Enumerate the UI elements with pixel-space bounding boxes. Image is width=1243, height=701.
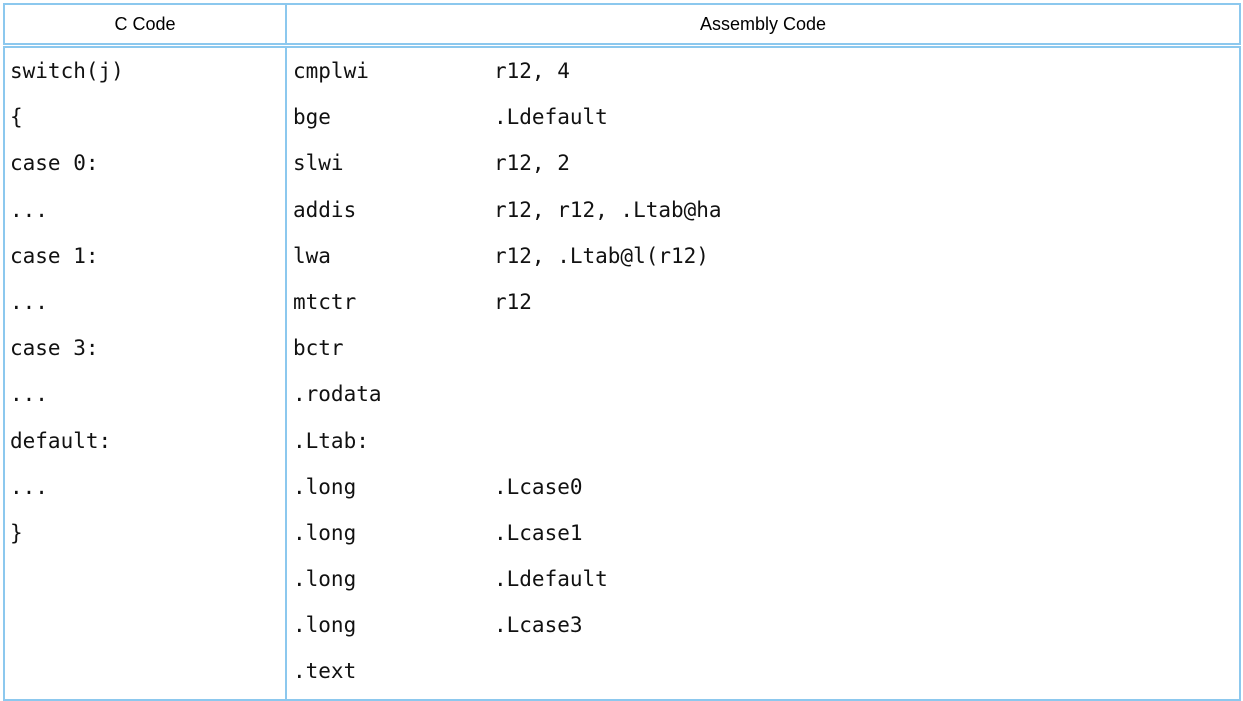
asm-instruction: cmplwi (293, 59, 369, 83)
asm-line: addis r12, r12, .Ltab@ha (287, 191, 1239, 237)
asm-operands: .Lcase1 (494, 520, 583, 545)
asm-line: mtctr r12 (287, 283, 1239, 329)
asm-operands (494, 329, 1239, 375)
asm-line: .long .Lcase0 (287, 468, 1239, 514)
asm-line: .long .Lcase1 (287, 514, 1239, 560)
asm-instruction: addis (293, 197, 357, 222)
code-comparison-table: C Code Assembly Code switch(j) { case 0:..… (3, 3, 1241, 701)
c-code-line: ... (10, 382, 48, 407)
c-code-line: switch(j) (10, 59, 124, 83)
asm-instruction: bctr (293, 336, 344, 361)
body-row: switch(j) { case 0:... case 1:... case 3:...… (3, 45, 1241, 700)
asm-instruction: .long (293, 613, 357, 638)
asm-line: .Ltab: (287, 422, 1239, 468)
asm-instruction: .long (293, 567, 357, 592)
asm-line: lwa r12, .Ltab@l(r12) (287, 237, 1239, 283)
asm-operands (494, 652, 1239, 698)
asm-instruction: .Ltab: (293, 428, 369, 453)
asm-line: .rodata (287, 375, 1239, 421)
asm-operands (494, 422, 1239, 468)
asm-line: .long .Ldefault (287, 560, 1239, 606)
asm-line: slwi r12, 2 (287, 144, 1239, 190)
c-code-line: { (10, 105, 23, 130)
c-code-line: ... (10, 474, 48, 499)
assembly-code-cell: cmplwi r12, 4 bge .Ldefault slwi r12, 2 addis r… (285, 45, 1241, 700)
asm-operands: r12, 2 (494, 151, 570, 176)
c-code-line: default: (10, 428, 112, 453)
asm-operands: r12, 4 (494, 59, 570, 83)
c-code-line: case 1: (10, 243, 99, 268)
asm-operands: r12, .Ltab@l(r12) (494, 243, 709, 268)
header-row: C Code Assembly Code (3, 4, 1241, 48)
asm-instruction: .text (293, 659, 357, 684)
asm-line: .long .Lcase3 (287, 606, 1239, 652)
asm-operands: .Lcase3 (494, 613, 583, 638)
asm-instruction: .long (293, 474, 357, 499)
c-code-cell: switch(j) { case 0:... case 1:... case 3:...… (3, 45, 287, 700)
c-code-line: ... (10, 289, 48, 314)
c-code-line: ... (10, 197, 48, 222)
c-code-header: C Code (3, 4, 287, 48)
asm-operands: .Lcase0 (494, 474, 583, 499)
asm-line: bctr (287, 329, 1239, 375)
asm-line: .text (287, 652, 1239, 698)
asm-instruction: lwa (293, 243, 331, 268)
asm-instruction: slwi (293, 151, 344, 176)
asm-instruction: mtctr (293, 289, 357, 314)
c-code-line: } (10, 520, 23, 545)
c-code-line: case 0: (10, 151, 99, 176)
asm-instruction: bge (293, 105, 331, 130)
asm-instruction: .rodata (293, 382, 382, 407)
asm-line: cmplwi r12, 4 (287, 52, 1239, 98)
asm-operands: .Ldefault (494, 105, 608, 130)
c-code-line: case 3: (10, 336, 99, 361)
assembly-code-lines: cmplwi r12, 4 bge .Ldefault slwi r12, 2 addis r… (287, 48, 1239, 699)
asm-operands: .Ldefault (494, 567, 608, 592)
asm-instruction: .long (293, 520, 357, 545)
asm-operands: r12, r12, .Ltab@ha (494, 197, 722, 222)
c-code-lines: switch(j) { case 0:... case 1:... case 3:...… (5, 48, 285, 560)
asm-operands: r12 (494, 289, 532, 314)
assembly-code-header: Assembly Code (285, 4, 1241, 48)
asm-operands (494, 375, 1239, 421)
asm-line: bge .Ldefault (287, 98, 1239, 144)
